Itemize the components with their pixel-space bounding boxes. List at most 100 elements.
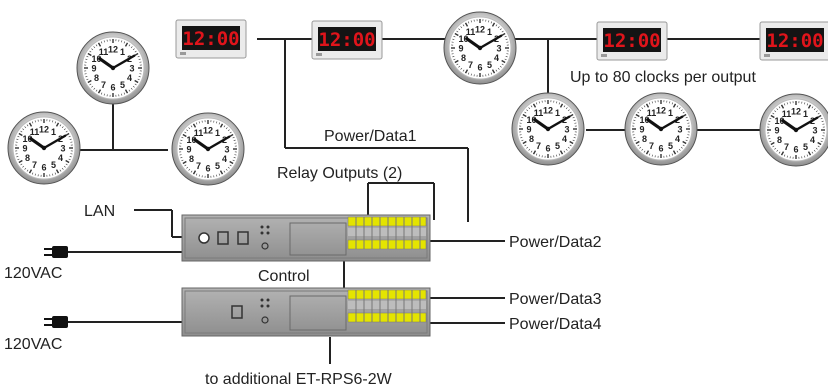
analog-clock-6: 121234567891011 [624,92,698,166]
svg-text:6: 6 [205,164,210,174]
svg-text:8: 8 [642,134,647,144]
svg-text:10: 10 [775,116,785,126]
minute-hand [111,54,136,70]
label-power-data4: Power/Data4 [509,316,602,333]
svg-text:8: 8 [94,73,99,83]
label-power-data3: Power/Data3 [509,291,602,308]
svg-text:10: 10 [640,115,650,125]
output-terminals-bottom [347,289,427,323]
svg-text:3: 3 [564,125,569,135]
minute-hand [206,135,231,151]
svg-text:3: 3 [677,125,682,135]
digital-time: 12:00 [318,29,375,51]
hour-hand [193,138,210,151]
svg-text:4: 4 [810,135,815,145]
minute-hand [546,115,571,131]
power-switch-icon [198,232,210,244]
digital-clock-3: 12:00 [596,21,668,61]
label-clock-capacity: Up to 80 clocks per output [570,69,756,86]
svg-text:8: 8 [25,153,30,163]
svg-text:1: 1 [120,47,125,57]
svg-text:12: 12 [475,25,485,35]
svg-text:3: 3 [60,144,65,154]
svg-text:11: 11 [647,108,657,118]
svg-text:12: 12 [39,125,49,135]
svg-text:10: 10 [187,135,197,145]
analog-clock-1: 121234567891011 [76,31,150,105]
svg-text:4: 4 [494,53,499,63]
svg-text:7: 7 [32,160,37,170]
label-lan: LAN [84,203,115,220]
svg-text:7: 7 [536,141,541,151]
digital-time: 12:00 [603,30,660,52]
svg-text:8: 8 [189,154,194,164]
minute-hand [42,134,67,150]
digital-clock-2: 12:00 [311,20,383,60]
svg-text:1: 1 [487,27,492,37]
svg-text:10: 10 [92,54,102,64]
svg-text:6: 6 [545,144,550,154]
svg-text:9: 9 [639,125,644,135]
svg-text:7: 7 [101,80,106,90]
svg-text:1: 1 [215,128,220,138]
svg-text:11: 11 [194,128,204,138]
output-terminals-top [347,216,427,250]
power-supply-unit-top [181,214,431,262]
digital-clock-1: 12:00 [175,19,247,59]
label-power-data1: Power/Data1 [324,128,417,145]
label-ac-top: 120VAC [4,265,62,282]
svg-text:11: 11 [30,127,40,137]
svg-text:5: 5 [555,141,560,151]
hour-hand [98,57,115,70]
digital-clock-4: 12:00 [759,21,828,61]
label-control: Control [258,268,310,285]
analog-clock-5: 121234567891011 [511,92,585,166]
minute-hand [478,34,503,50]
digital-time: 12:00 [182,28,239,50]
svg-text:8: 8 [777,135,782,145]
svg-text:12: 12 [108,45,118,55]
svg-text:10: 10 [527,115,537,125]
svg-text:3: 3 [129,64,134,74]
svg-text:1: 1 [51,127,56,137]
analog-clock-4: 121234567891011 [443,11,517,85]
svg-text:7: 7 [649,141,654,151]
svg-text:7: 7 [196,161,201,171]
svg-text:6: 6 [658,144,663,154]
svg-text:9: 9 [22,144,27,154]
svg-text:1: 1 [803,109,808,119]
hour-hand [29,137,46,150]
svg-text:10: 10 [459,34,469,44]
svg-text:6: 6 [793,145,798,155]
svg-text:12: 12 [656,106,666,116]
digital-time: 12:00 [766,30,823,52]
svg-text:4: 4 [222,154,227,164]
svg-text:12: 12 [203,126,213,136]
hour-hand [465,37,482,50]
svg-text:9: 9 [91,64,96,74]
label-ac-bottom: 120VAC [4,336,62,353]
svg-text:3: 3 [224,145,229,155]
hour-hand [781,119,798,132]
svg-text:10: 10 [23,134,33,144]
analog-clock-7: 121234567891011 [759,93,828,167]
svg-text:11: 11 [782,109,792,119]
svg-text:11: 11 [466,27,476,37]
svg-text:9: 9 [186,145,191,155]
svg-text:5: 5 [668,141,673,151]
hour-hand [646,118,663,131]
ac-plug-top-icon [44,246,68,258]
svg-text:9: 9 [526,125,531,135]
minute-hand [659,115,684,131]
svg-text:6: 6 [477,63,482,73]
svg-text:5: 5 [51,160,56,170]
svg-text:3: 3 [496,44,501,54]
svg-text:6: 6 [110,83,115,93]
svg-text:4: 4 [127,73,132,83]
svg-text:5: 5 [120,80,125,90]
analog-clock-2: 121234567891011 [7,111,81,185]
svg-text:4: 4 [58,153,63,163]
ac-plug-bottom-icon [44,316,68,328]
label-additional-unit: to additional ET-RPS6-2W [205,371,393,388]
